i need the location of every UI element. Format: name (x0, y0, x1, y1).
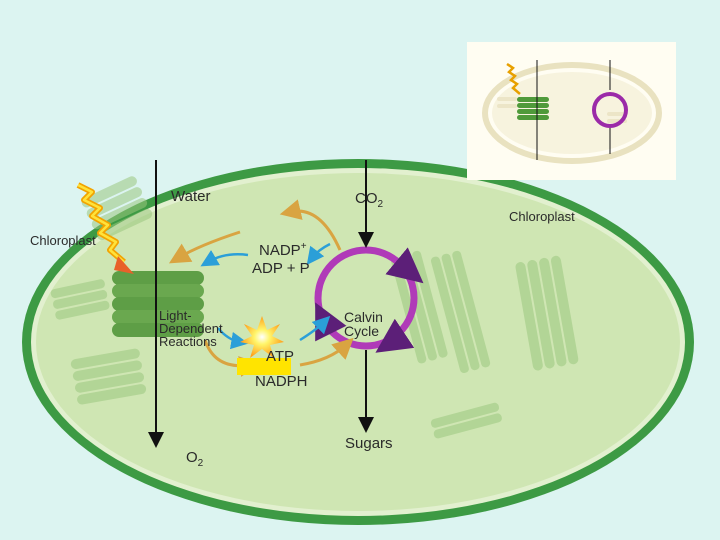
sugars-label: Sugars (345, 435, 393, 452)
chloroplast-label-left: Chloroplast (30, 233, 96, 248)
sunburst-icon (240, 316, 284, 358)
atp-label: ATP (266, 348, 295, 365)
granum-stack (112, 271, 204, 337)
nadp-label: NADP+ (259, 239, 307, 258)
lightning-wave-icon (76, 182, 134, 274)
o2-text: O (186, 449, 198, 466)
adp-p-label: ADP + P (252, 260, 310, 277)
water-label: Water (171, 188, 211, 205)
co2-subscript: 2 (377, 199, 384, 210)
blue-arrows (200, 242, 331, 350)
inset-thumbnail (467, 42, 676, 180)
inset-lightning-icon (506, 62, 521, 95)
o2-subscript: 2 (197, 458, 204, 469)
atp-highlight (237, 358, 291, 375)
inset-granum (517, 97, 549, 120)
calvin-cycle-label: Calvin Cycle (344, 309, 383, 339)
chloroplast-label-right: Chloroplast (509, 209, 575, 224)
nadp-superscript: + (300, 241, 307, 252)
nadph-label: NADPH (255, 373, 308, 390)
o2-label: O2 (186, 450, 203, 471)
co2-label: CO2 (355, 191, 383, 212)
co2-text: CO (355, 190, 378, 207)
nadp-text: NADP (259, 242, 301, 259)
flow-arrows (148, 160, 374, 448)
inset-diagram (482, 60, 662, 164)
inset-calvin-ring (592, 92, 628, 128)
light-dependent-reactions-label: Light- Dependent Reactions (159, 308, 223, 349)
